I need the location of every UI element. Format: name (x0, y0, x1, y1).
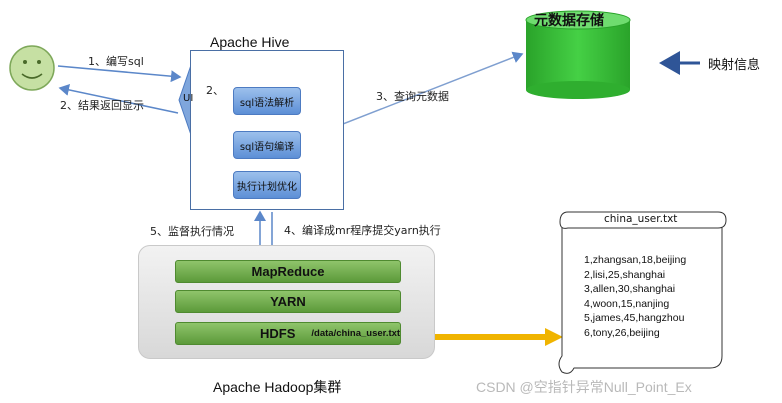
user-smiley-icon (9, 45, 55, 91)
mapping-info-label: 映射信息 (708, 58, 761, 73)
file-line: 2,lisi,25,shanghai (584, 268, 666, 281)
file-lines: 1,zhangsan,18,beijing 2,lisi,25,shanghai… (584, 253, 686, 341)
arrow-write-sql (57, 65, 182, 83)
watermark: CSDN @空指针异常Null_Point_Ex (476, 379, 692, 395)
step-plan-optimize: 执行计划优化 (233, 171, 301, 199)
layer-yarn: YARN (175, 290, 401, 313)
label-compile-submit: 4、编译成mr程序提交yarn执行 (284, 224, 441, 237)
file-line: 1,zhangsan,18,beijing (584, 254, 687, 266)
file-name: china_user.txt (604, 213, 678, 225)
file-line: 4,woon,15,nanjing (584, 297, 670, 310)
label-query-metadata: 3、查询元数据 (376, 90, 449, 103)
hive-title: Apache Hive (210, 34, 290, 50)
label-write-sql: 1、编写sql (88, 55, 144, 68)
label-step2: 2、 (206, 84, 224, 97)
file-line: 3,allen,30,shanghai (584, 283, 676, 296)
label-result-display: 2、结果返回显示 (60, 99, 144, 112)
arrow-result-display (58, 83, 179, 114)
file-line: 6,tony,26,beijing (584, 326, 660, 339)
hadoop-title: Apache Hadoop集群 (213, 379, 342, 395)
arrow-hdfs-to-file (425, 328, 563, 346)
step-sql-parse: sql语法解析 (233, 87, 301, 115)
step-sql-compile: sql语句编译 (233, 131, 301, 159)
hdfs-label: HDFS (260, 326, 296, 341)
ui-label: UI (183, 93, 194, 104)
label-monitor: 5、监督执行情况 (150, 225, 234, 238)
metadata-store-label: 元数据存储 (534, 13, 604, 29)
layer-mapreduce: MapReduce (175, 260, 401, 283)
layer-hdfs: HDFS /data/china_user.txt (175, 322, 401, 345)
hdfs-path: /data/china_user.txt (311, 328, 401, 339)
metadata-cylinder-icon (525, 10, 631, 99)
file-scroll-icon (558, 211, 727, 374)
file-line: 5,james,45,hangzhou (584, 312, 685, 325)
